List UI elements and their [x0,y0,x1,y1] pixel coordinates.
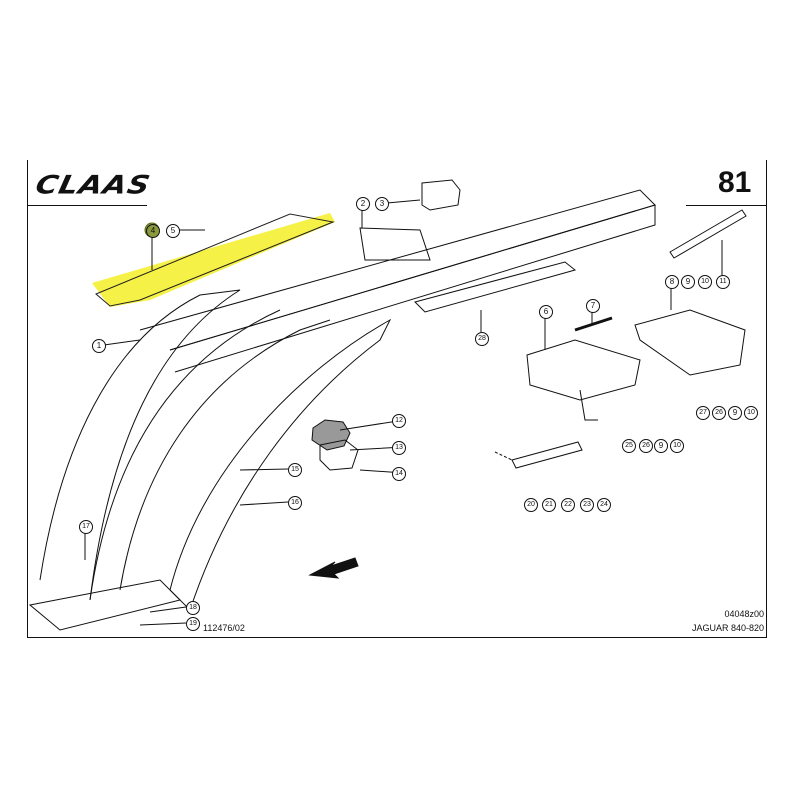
part-22-pin [511,441,583,469]
part-callout-12: 12 [392,414,406,428]
direction-arrow [308,557,359,579]
part-callout-15: 15 [288,463,302,477]
part-callout-17: 17 [79,520,93,534]
part-callout-2: 2 [356,197,370,211]
part-7-spring [574,316,613,332]
part-callout-11: 11 [716,275,730,289]
part-callout-10: 10 [670,439,684,453]
part-callout-22: 22 [561,498,575,512]
part-4-outline [95,213,335,307]
page-number-underline [686,205,767,206]
part-callout-9: 9 [681,275,695,289]
part-callout-14: 14 [392,467,406,481]
part-callout-10: 10 [698,275,712,289]
part-callout-24: 24 [597,498,611,512]
part-12-hex [311,419,351,451]
part-callout-9: 9 [728,406,742,420]
part-13-plate [319,439,359,471]
part-callout-6: 6 [539,305,553,319]
part-callout-5: 5 [166,224,180,238]
part-callout-7: 7 [586,299,600,313]
part-callout-18: 18 [186,601,200,615]
part-callout-1: 1 [92,339,106,353]
part-callout-9: 9 [654,439,668,453]
part-callout-3: 3 [375,197,389,211]
part-callout-25: 25 [622,439,636,453]
logo-underline [27,205,147,206]
drawing-code: 04048z00 [724,609,764,619]
part-callout-16: 16 [288,496,302,510]
page-frame-right [766,160,767,638]
part-callout-19: 19 [186,617,200,631]
part-callout-26: 26 [712,406,726,420]
part-3-box [421,179,461,211]
part-19-base [28,579,181,631]
part-callout-10: 10 [744,406,758,420]
part-callout-4: 4 [146,224,160,238]
part-callout-13: 13 [392,441,406,455]
part-8-housing [634,309,746,376]
part-4-highlight [92,213,335,307]
part-callout-27: 27 [696,406,710,420]
page-frame-left [27,160,28,638]
figure-reference: 112476/02 [203,623,245,633]
part-1-spout [39,289,241,601]
part-callout-8: 8 [665,275,679,289]
part-callout-20: 20 [524,498,538,512]
part-15-deflector [169,318,392,611]
part-callout-21: 21 [542,498,556,512]
part-callout-26: 26 [639,439,653,453]
part-callout-28: 28 [475,332,489,346]
page-number: 81 [718,166,752,199]
model-name: JAGUAR 840-820 [691,623,764,633]
part-6-housing [526,339,641,401]
page-frame-bottom [27,637,767,638]
part-28-plate [414,261,577,313]
part-callout-23: 23 [580,498,594,512]
part-11-rod [669,209,747,259]
